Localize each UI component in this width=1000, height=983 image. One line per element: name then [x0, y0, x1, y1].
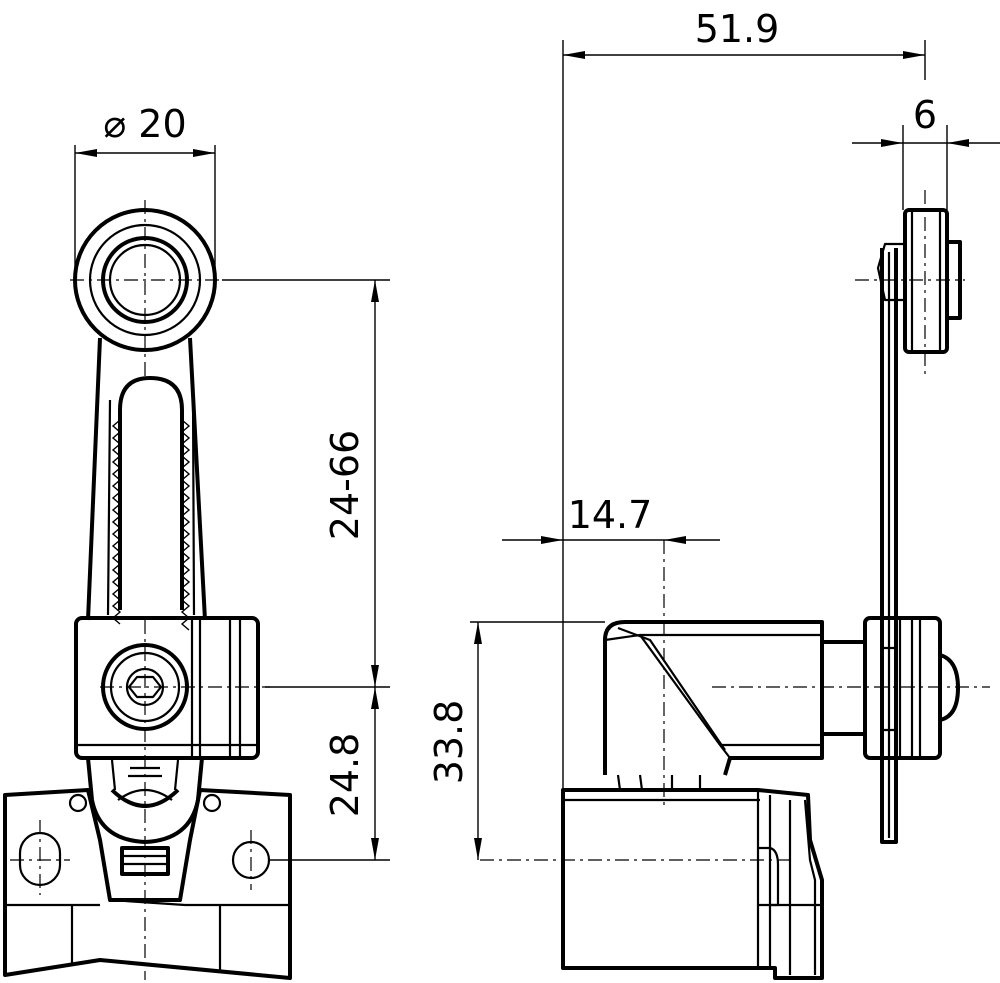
dim-arm-length: 24-66	[323, 280, 379, 687]
side-view: 51.9 6 14.7 33.8	[427, 7, 1000, 980]
side-roller	[876, 208, 962, 354]
front-extension-lines	[74, 145, 390, 861]
dim-roller-diameter: ⌀ 20	[75, 102, 215, 157]
dim-overall-width: 51.9	[563, 7, 925, 59]
front-lever-arm	[86, 337, 207, 631]
front-clamp-block	[74, 616, 260, 760]
dim-pivot-to-base-label: 24.8	[323, 733, 367, 818]
dim-overall-width-label: 51.9	[695, 7, 780, 51]
dim-pivot-height-label: 33.8	[427, 700, 471, 785]
side-lever-plate	[880, 248, 898, 844]
front-view: ⌀ 20 24-66 24.8	[3, 102, 390, 980]
dim-roller-width: 6	[852, 93, 1000, 147]
side-head	[603, 620, 824, 791]
dim-pivot-offset: 14.7	[502, 493, 720, 544]
dim-roller-diameter-label: ⌀ 20	[103, 102, 186, 146]
side-extension-lines	[470, 40, 948, 790]
dim-arm-length-label: 24-66	[323, 430, 367, 540]
front-housing	[3, 788, 292, 980]
side-centerlines	[480, 190, 990, 861]
front-centerlines	[10, 200, 270, 980]
dim-roller-width-label: 6	[913, 93, 937, 137]
dim-pivot-height: 33.8	[427, 622, 482, 860]
side-housing	[561, 788, 824, 980]
dim-pivot-offset-label: 14.7	[568, 493, 653, 537]
dim-pivot-to-base: 24.8	[323, 687, 379, 860]
